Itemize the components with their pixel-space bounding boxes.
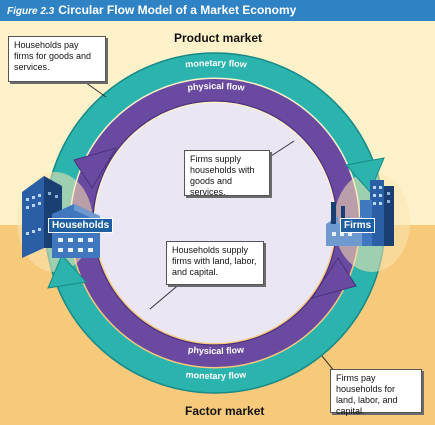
figure-number: Figure 2.3 [7,6,55,17]
callout-households-supply: Households supply firms with land, labor… [166,241,264,285]
arrowhead-monetary-top [345,157,385,193]
callout-firms-supply: Firms supply households with goods and s… [184,150,270,197]
label-physical-top-path: physical flow [187,81,246,93]
label-physical-top: physical flow [187,81,246,93]
factor-market-label: Factor market [185,404,265,418]
callout-households-pay: Households pay firms for goods and servi… [8,36,106,82]
label-monetary-bottom-path: monetary flow [185,369,247,381]
firms-label: Firms [340,218,376,233]
label-physical-bottom-path: physical flow [188,344,246,356]
figure-title-text: Circular Flow Model of a Market Economy [58,3,297,17]
arrowhead-physical-top [73,147,118,189]
label-monetary-top: monetary flow [185,58,248,70]
callout-firms-pay: Firms pay households for land, labor, an… [330,369,422,416]
label-monetary-top-path: monetary flow [185,58,248,70]
label-monetary-bottom: monetary flow [185,369,247,381]
product-market-label: Product market [174,31,263,45]
arrowhead-monetary-bottom [47,254,87,289]
arrowhead-physical-bottom [310,257,357,299]
pointer-firms-supply [267,140,295,159]
pointer-households-pay [81,79,107,98]
households-label: Households [48,218,114,233]
label-physical-bottom: physical flow [188,344,246,356]
inner-circle [95,103,335,343]
pointer-households-supply [149,281,183,310]
